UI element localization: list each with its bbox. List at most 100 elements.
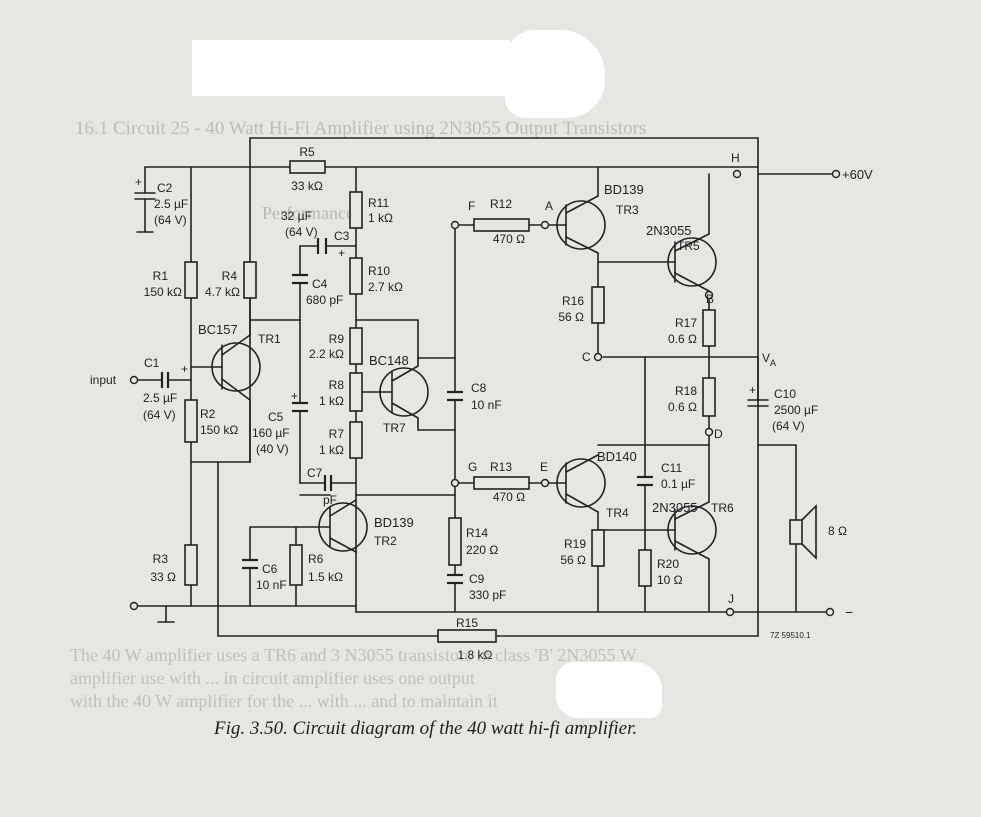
- node-label-e: E: [540, 460, 548, 474]
- node-label-f: F: [468, 199, 475, 213]
- capacitor-rating-c3: (64 V): [285, 225, 318, 239]
- figure-caption: Fig. 3.50. Circuit diagram of the 40 wat…: [214, 718, 638, 739]
- node-label-g: G: [468, 460, 477, 474]
- polarity-plus: +: [181, 362, 188, 376]
- background-paragraph-line: amplifier use with ... in circuit amplif…: [70, 668, 475, 688]
- background-paragraph-line: with the 40 W amplifier for the ... with…: [70, 691, 498, 711]
- capacitor-value-c2: 2.5 µF: [154, 197, 188, 211]
- capacitor-ref-c9: C9: [469, 572, 485, 586]
- resistor-ref-r8: R8: [329, 378, 345, 392]
- resistor-ref-r19: R19: [564, 537, 586, 551]
- resistor-value-r8: 1 kΩ: [319, 394, 344, 408]
- resistor-ref-r5: R5: [299, 145, 315, 159]
- node-label-h: H: [731, 151, 740, 165]
- resistor-ref-r10: R10: [368, 264, 390, 278]
- resistor-value-r19: 56 Ω: [560, 553, 586, 567]
- resistor-ref-r2: R2: [200, 407, 216, 421]
- capacitor-value-c6: 10 nF: [256, 578, 287, 592]
- polarity-plus: +: [749, 383, 756, 397]
- redaction-patch: [192, 40, 510, 96]
- supply-label: +60V: [842, 167, 873, 182]
- capacitor-ref-c8: C8: [471, 381, 487, 395]
- capacitor-ref-c4: C4: [312, 277, 328, 291]
- transistor-ref-tr4: TR4: [606, 506, 629, 520]
- transistor-type-tr1: BC157: [198, 322, 238, 337]
- resistor-ref-r6: R6: [308, 552, 324, 566]
- transistor-type-tr4: BD140: [597, 449, 637, 464]
- resistor-value-r9: 2.2 kΩ: [309, 347, 344, 361]
- transistor-type-tr3: BD139: [604, 182, 644, 197]
- resistor-value-r12: 470 Ω: [493, 232, 525, 246]
- resistor-ref-r15: R15: [456, 616, 478, 630]
- capacitor-value-c7: pF: [323, 493, 337, 507]
- resistor-value-r1: 150 kΩ: [144, 285, 182, 299]
- capacitor-ref-c7: C7: [307, 466, 323, 480]
- capacitor-rating-c5: (40 V): [256, 442, 289, 456]
- resistor-ref-r18: R18: [675, 384, 697, 398]
- resistor-value-r18: 0.6 Ω: [668, 400, 697, 414]
- input-label: input: [90, 373, 117, 387]
- drawing-code: 7Z 59510.1: [770, 631, 811, 640]
- resistor-value-r6: 1.5 kΩ: [308, 570, 343, 584]
- capacitor-ref-c1: C1: [144, 356, 160, 370]
- resistor-ref-r3: R3: [153, 552, 169, 566]
- resistor-value-r16: 56 Ω: [558, 310, 584, 324]
- polarity-plus: +: [135, 175, 142, 189]
- capacitor-value-c4: 680 pF: [306, 293, 343, 307]
- resistor-ref-r17: R17: [675, 316, 697, 330]
- resistor-value-r10: 2.7 kΩ: [368, 280, 403, 294]
- capacitor-value-c5: 160 µF: [252, 426, 290, 440]
- capacitor-ref-c3: C3: [334, 229, 350, 243]
- resistor-ref-r7: R7: [329, 427, 345, 441]
- resistor-value-r11: 1 kΩ: [368, 211, 393, 225]
- transistor-type-tr6: 2N3055: [652, 500, 698, 515]
- node-label-b: B: [706, 292, 714, 306]
- resistor-ref-r16: R16: [562, 294, 584, 308]
- node-label-a: A: [545, 199, 553, 213]
- resistor-ref-r13: R13: [490, 460, 512, 474]
- redaction-patch: [556, 662, 662, 718]
- transistor-ref-tr2: TR2: [374, 534, 397, 548]
- resistor-ref-r20: R20: [657, 557, 679, 571]
- transistor-ref-tr1: TR1: [258, 332, 281, 346]
- capacitor-ref-c10: C10: [774, 387, 796, 401]
- capacitor-ref-c2: C2: [157, 181, 173, 195]
- capacitor-value-c3: 32 µF: [281, 209, 312, 223]
- speaker-value: 8 Ω: [828, 524, 847, 538]
- resistor-ref-r14: R14: [466, 526, 488, 540]
- resistor-value-r13: 470 Ω: [493, 490, 525, 504]
- capacitor-value-c1: 2.5 µF: [143, 391, 177, 405]
- background-subheading: Performance: [262, 203, 354, 223]
- node-label-d: D: [714, 427, 723, 441]
- capacitor-value-c10: 2500 µF: [774, 403, 818, 417]
- resistor-ref-r9: R9: [329, 332, 345, 346]
- transistor-type-tr7: BC148: [369, 353, 409, 368]
- background-heading: 16.1 Circuit 25 - 40 Watt Hi-Fi Amplifie…: [75, 118, 647, 139]
- resistor-ref-r12: R12: [490, 197, 512, 211]
- redaction-patch: [505, 30, 605, 118]
- resistor-ref-r4: R4: [222, 269, 238, 283]
- capacitor-rating-c2: (64 V): [154, 213, 187, 227]
- resistor-ref-r1: R1: [153, 269, 169, 283]
- resistor-value-r15: 1.8 kΩ: [458, 648, 493, 662]
- transistor-type-tr2: BD139: [374, 515, 414, 530]
- capacitor-ref-c6: C6: [262, 562, 278, 576]
- capacitor-ref-c11: C11: [661, 461, 682, 475]
- capacitor-value-c8: 10 nF: [471, 398, 502, 412]
- resistor-value-r7: 1 kΩ: [319, 443, 344, 457]
- resistor-value-r5: 33 kΩ: [291, 179, 323, 193]
- capacitor-rating-c10: (64 V): [772, 419, 805, 433]
- node-label-c: C: [582, 350, 591, 364]
- node-label-va: VA: [762, 351, 776, 368]
- transistor-ref-tr6: TR6: [711, 501, 734, 515]
- resistor-value-r17: 0.6 Ω: [668, 332, 697, 346]
- polarity-plus: +: [338, 246, 345, 260]
- resistor-value-r2: 150 kΩ: [200, 423, 238, 437]
- polarity-plus: +: [291, 389, 298, 403]
- transistor-type-tr5: 2N3055: [646, 223, 692, 238]
- resistor-ref-r11: R11: [368, 196, 389, 210]
- ground-minus-label: −: [845, 604, 853, 620]
- transistor-ref-tr3: TR3: [616, 203, 639, 217]
